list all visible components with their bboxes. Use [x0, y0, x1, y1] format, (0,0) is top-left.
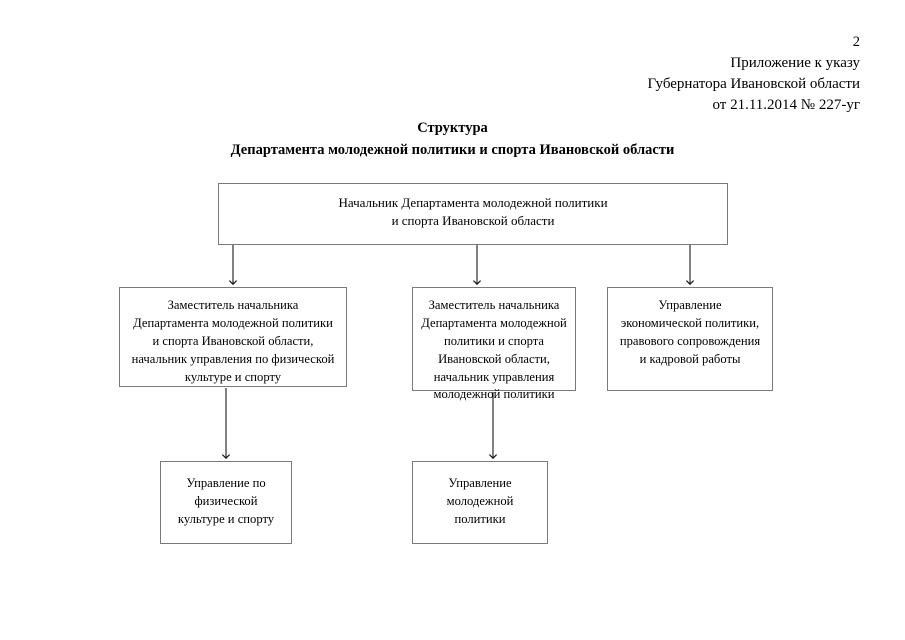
org-node-youth-department-label: Управление молодежной политики: [446, 476, 514, 526]
org-node-deputy-sport-label: Заместитель начальника Департамента моло…: [131, 298, 335, 384]
org-node-sport-department-label: Управление по физической культуре и спор…: [177, 476, 275, 526]
title-line-1: Структура: [417, 120, 488, 136]
header-line-3: от 21.11.2014 № 227-уг: [712, 97, 860, 114]
org-node-head: Начальник Департамента молодежной полити…: [218, 183, 728, 245]
org-node-sport-department: Управление по физической культуре и спор…: [160, 461, 292, 544]
document-header: 2 Приложение к указу Губернатора Ивановс…: [647, 32, 860, 116]
page-title: Структура Департамента молодежной полити…: [0, 118, 905, 162]
org-node-deputy-youth: Заместитель начальника Департамента моло…: [412, 287, 576, 401]
header-line-2: Губернатора Ивановской области: [647, 75, 860, 92]
title-line-2: Департамента молодежной политики и спорт…: [230, 141, 675, 158]
org-node-head-label: Начальник Департамента молодежной полити…: [338, 195, 608, 229]
org-node-economic-policy: Управление экономической политики, право…: [607, 287, 773, 391]
org-node-economic-policy-label: Управление экономической политики, право…: [619, 298, 761, 366]
org-node-youth-department: Управление молодежной политики: [412, 461, 548, 544]
org-node-deputy-sport: Заместитель начальника Департамента моло…: [119, 287, 347, 387]
header-line-1: Приложение к указу: [730, 54, 860, 71]
org-node-deputy-youth-label: Заместитель начальника Департамента моло…: [421, 298, 567, 402]
page-number: 2: [852, 34, 860, 50]
